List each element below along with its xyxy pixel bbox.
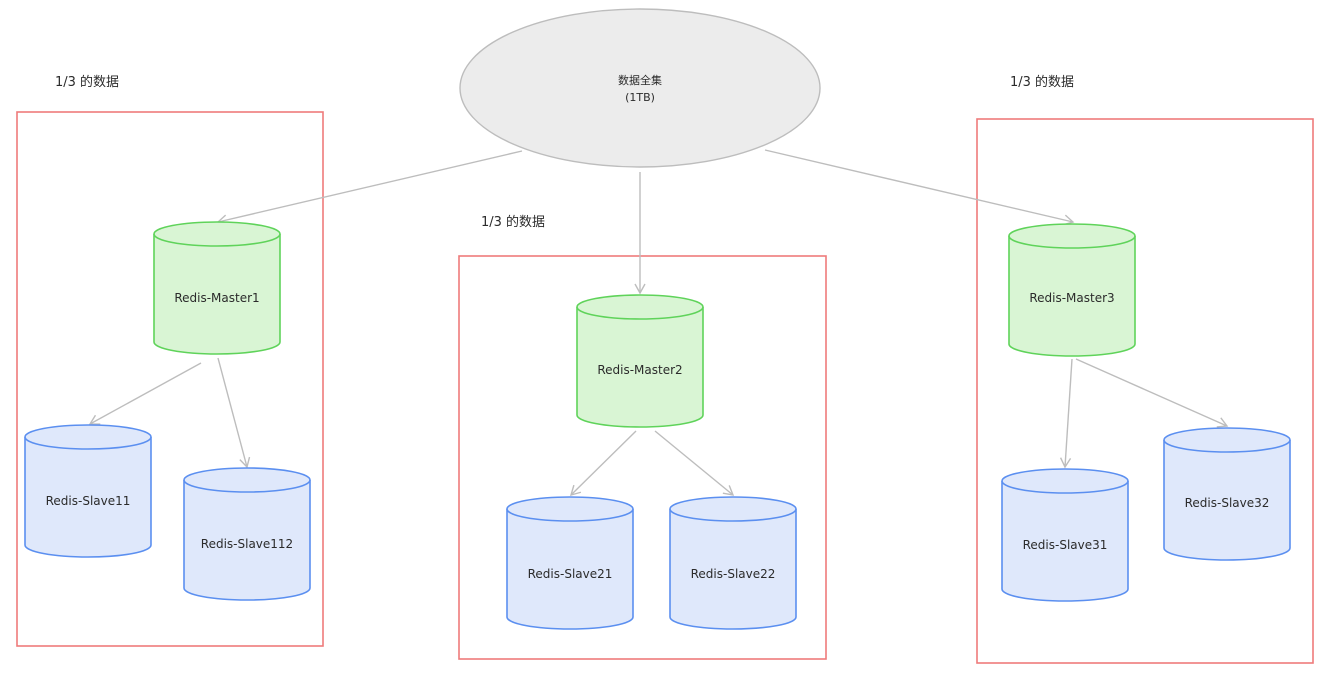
connector-master3-slave32 (1075, 358, 1229, 428)
slave-node-22: Redis-Slave22 (669, 496, 797, 630)
group-frame-1 (16, 111, 324, 647)
slave-label: Redis-Slave11 (46, 494, 131, 508)
root-dataset-size: (1TB) (625, 91, 655, 104)
connector-master1-slave11 (88, 362, 202, 425)
group-frame-3 (976, 118, 1314, 664)
slave-node-32: Redis-Slave32 (1163, 427, 1291, 561)
slave-label: Redis-Slave21 (528, 567, 613, 581)
root-dataset-node (459, 8, 821, 168)
slave-label: Redis-Slave32 (1185, 496, 1270, 510)
group-caption-1: 1/3 的数据 (55, 74, 119, 90)
slave-label: Redis-Slave31 (1023, 538, 1108, 552)
root-dataset-label: 数据全集 (618, 73, 662, 87)
master-label: Redis-Master1 (174, 291, 259, 305)
slave-label: Redis-Slave22 (691, 567, 776, 581)
cylinder-top (1008, 223, 1136, 249)
cylinder-body (1163, 440, 1291, 561)
group-caption-2: 1/3 的数据 (481, 214, 545, 230)
group-frame-2 (458, 255, 827, 660)
master-node-1: Redis-Master1 (153, 221, 281, 355)
cylinder-top (153, 221, 281, 247)
cylinder-top (506, 496, 634, 522)
cylinder-body (153, 234, 281, 355)
cylinder-body (183, 480, 311, 601)
cylinder-body (1001, 481, 1129, 602)
connector-master2-slave22 (654, 430, 735, 496)
cylinder-top (24, 424, 152, 450)
master-label: Redis-Master2 (597, 363, 682, 377)
connector-root-master1 (216, 150, 523, 226)
connector-master2-slave21 (569, 430, 637, 497)
master-node-2: Redis-Master2 (576, 294, 704, 428)
slave-node-112: Redis-Slave112 (183, 467, 311, 601)
connector-master3-slave31 (1059, 358, 1073, 469)
cylinder-top (669, 496, 797, 522)
cylinder-top (1163, 427, 1291, 453)
cylinder-body (506, 509, 634, 630)
cylinder-top (183, 467, 311, 493)
cylinder-top (1001, 468, 1129, 494)
cylinder-top (576, 294, 704, 320)
slave-node-31: Redis-Slave31 (1001, 468, 1129, 602)
slave-node-11: Redis-Slave11 (24, 424, 152, 558)
connector-root-master3 (764, 149, 1075, 226)
cylinder-body (1008, 236, 1136, 357)
cylinder-body (24, 437, 152, 558)
slave-node-21: Redis-Slave21 (506, 496, 634, 630)
cylinder-body (669, 509, 797, 630)
master-node-3: Redis-Master3 (1008, 223, 1136, 357)
cylinder-body (576, 307, 704, 428)
connector-master1-slave112 (217, 357, 251, 469)
group-caption-3: 1/3 的数据 (1010, 74, 1074, 90)
master-label: Redis-Master3 (1029, 291, 1114, 305)
slave-label: Redis-Slave112 (201, 537, 293, 551)
